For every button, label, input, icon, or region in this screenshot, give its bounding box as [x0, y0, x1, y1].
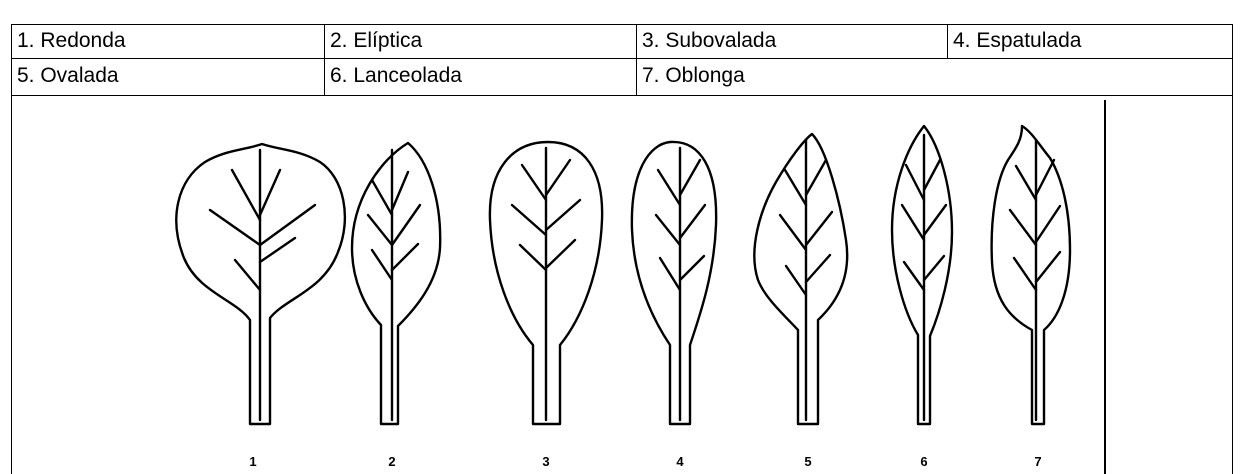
leaf-espatulada: [632, 142, 716, 424]
leaf-number-7: 7: [1034, 454, 1041, 469]
leaf-subovalada: [490, 142, 602, 424]
leaf-lanceolada: [892, 126, 952, 424]
leaf-number-3: 3: [542, 454, 549, 469]
leaf-number-2: 2: [388, 454, 395, 469]
leaf-oblonga: [992, 126, 1070, 424]
leaf-redonda: [176, 144, 345, 424]
leaf-number-4: 4: [676, 454, 684, 469]
leaf-ovalada: [754, 134, 847, 424]
leaf-eliptica: [352, 143, 440, 424]
leaf-number-1: 1: [249, 454, 256, 469]
leaf-number-5: 5: [804, 454, 811, 469]
leaf-number-6: 6: [920, 454, 927, 469]
